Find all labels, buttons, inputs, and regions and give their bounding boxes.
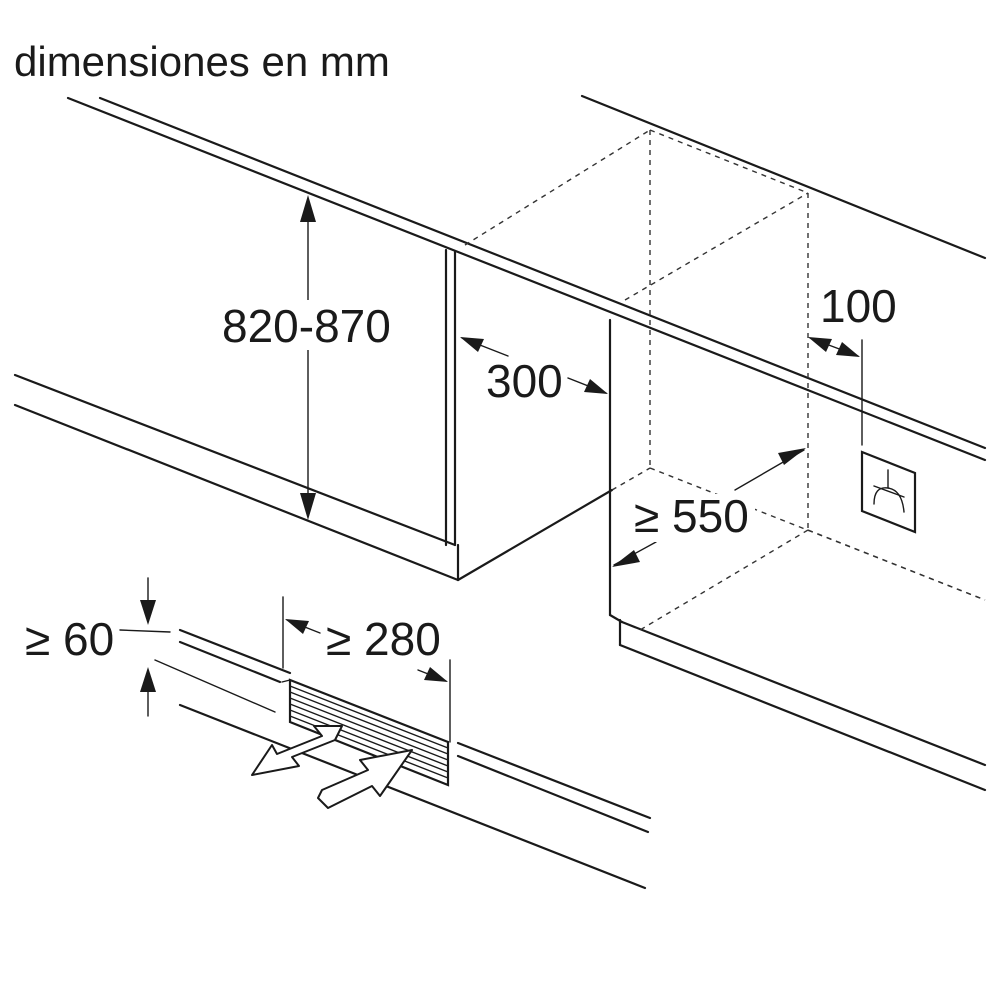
height-dimension: 820-870: [215, 195, 395, 520]
ventilation-grille-icon: [281, 678, 450, 787]
side-gap-dimension: 100: [808, 280, 897, 446]
depth-550-dimension: ≥ 550: [612, 448, 806, 567]
depth-550-label: ≥ 550: [634, 490, 749, 542]
power-socket-icon: [860, 450, 917, 534]
diagram-title: dimensiones en mm: [14, 38, 390, 85]
height-label: 820-870: [222, 300, 391, 352]
side-gap-label: 100: [820, 280, 897, 332]
plinth: [119, 628, 652, 890]
plinth-height-dimension: ≥ 60: [25, 577, 156, 717]
air-out-arrow-icon: [251, 725, 343, 776]
niche: [608, 318, 987, 792]
plinth-height-label: ≥ 60: [25, 613, 114, 665]
depth-300-label: 300: [486, 355, 563, 407]
air-in-arrow-icon: [317, 749, 413, 809]
worktop: [66, 94, 987, 462]
left-cabinet: [13, 248, 614, 582]
niche-dashed-outline: [464, 129, 986, 631]
vent-width-dimension: ≥ 280: [282, 596, 451, 743]
vent-width-label: ≥ 280: [326, 613, 441, 665]
depth-300-dimension: 300: [460, 337, 608, 407]
